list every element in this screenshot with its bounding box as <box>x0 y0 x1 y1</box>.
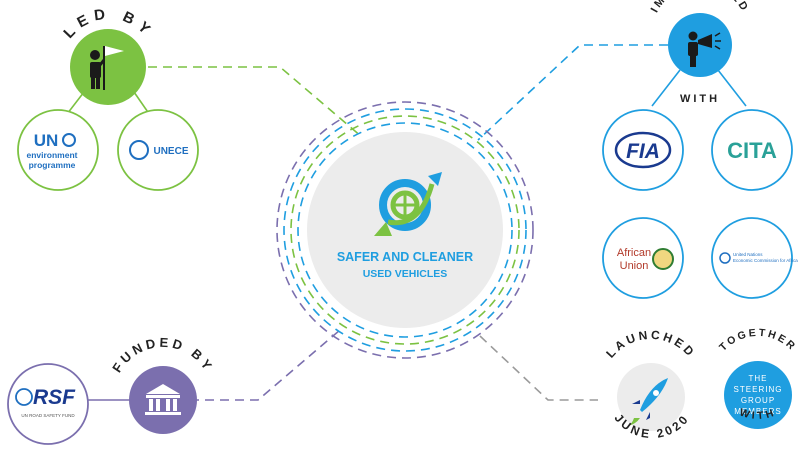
un-emblem-icon <box>719 252 731 264</box>
hub-title-line2: USED VEHICLES <box>363 268 448 280</box>
fia-circle <box>602 109 684 191</box>
hub-ring-blue-inner <box>297 122 513 338</box>
au-line2: Union <box>620 260 649 272</box>
au-emblem-icon <box>652 248 674 270</box>
unep-line2: environment <box>26 150 77 160</box>
launched-group: LAUNCHED JUNE 2020 <box>603 328 698 442</box>
unep-circle <box>17 109 99 191</box>
cita-circle <box>711 109 793 191</box>
unep-line1: UN <box>34 131 59 150</box>
connectors <box>148 44 668 401</box>
unece-circle <box>117 109 199 191</box>
un-emblem-icon <box>62 133 76 147</box>
uneca-line2: Economic Commission for Africa <box>733 258 798 263</box>
connector-funded <box>190 329 341 401</box>
uneca-circle <box>711 217 793 299</box>
rsf-name: RSF <box>33 386 76 409</box>
uneca-logo: United Nations Economic Commission for A… <box>719 252 798 264</box>
steering-line3: GROUP <box>741 396 775 405</box>
fia-logo: FIA <box>614 131 672 169</box>
rocket-icon <box>628 378 668 426</box>
bank-icon <box>145 384 181 415</box>
unece-logo: UNECE <box>129 140 189 160</box>
un-emblem-icon <box>15 388 33 406</box>
led-by-group: LED BY UN environment programme UNECE <box>17 5 199 191</box>
person-flag-icon <box>90 46 124 90</box>
implemented-circle <box>668 13 732 77</box>
fia-name: FIA <box>626 140 660 163</box>
steering-line2: STEERING <box>734 385 783 394</box>
together-label: TOGETHER <box>717 327 799 354</box>
steering-group-circle <box>724 361 792 429</box>
funded-by-group: RSF UN ROAD SAFETY FUND FUNDED BY <box>7 335 213 445</box>
uneca-line1: United Nations <box>733 252 763 257</box>
steering-line4: MEMBERS <box>734 407 781 416</box>
implemented-label: IMPLEMENTED <box>649 0 751 15</box>
cita-logo: CITA <box>727 138 777 163</box>
rsf-subtitle: UN ROAD SAFETY FUND <box>21 413 75 418</box>
hub-title-line1: SAFER AND CLEANER <box>337 250 473 264</box>
implemented-with-label: WITH <box>680 93 720 105</box>
steering-line1: THE <box>749 374 768 383</box>
center-hub: SAFER AND CLEANER USED VEHICLES <box>276 101 534 359</box>
together-group: TOGETHER THE STEERING GROUP MEMBERS WITH <box>717 327 799 429</box>
hub-ring-purple-outer <box>276 101 534 359</box>
african-union-circle <box>602 217 684 299</box>
rsf-logo: RSF UN ROAD SAFETY FUND <box>15 386 76 418</box>
african-union-logo: African Union <box>617 247 674 272</box>
wheel-arrows-logo <box>374 172 442 236</box>
megaphone-person-icon <box>688 31 721 67</box>
hub-ring-green <box>290 115 520 345</box>
led-by-circle <box>70 29 146 105</box>
rsf-circle <box>7 363 89 445</box>
together-with-label: WITH <box>738 406 778 422</box>
funded-by-circle <box>129 366 197 434</box>
unece-name: UNECE <box>153 146 188 157</box>
connector-launched <box>479 335 598 401</box>
unep-logo: UN environment programme <box>26 131 77 170</box>
hub-ring-blue-outer <box>283 108 527 352</box>
un-emblem-icon <box>129 140 149 160</box>
au-line1: African <box>617 247 651 259</box>
cita-name: CITA <box>727 138 777 163</box>
connector-led-by <box>148 66 363 138</box>
launched-label: LAUNCHED <box>603 328 698 361</box>
connector-implemented <box>477 44 668 141</box>
unep-line3: programme <box>29 160 76 170</box>
